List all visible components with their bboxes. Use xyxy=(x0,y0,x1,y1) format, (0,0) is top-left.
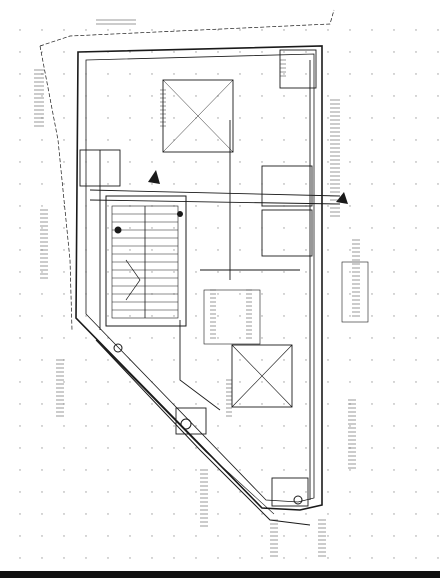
room-box-top-right xyxy=(279,49,317,89)
site-boundary-left xyxy=(39,45,73,331)
building-outline xyxy=(39,9,335,526)
valve-symbol xyxy=(177,211,183,217)
stair-block xyxy=(105,195,187,327)
note-frame-center xyxy=(203,289,261,345)
manhole-symbol xyxy=(180,418,192,430)
stair-arrow xyxy=(125,259,141,301)
plan-symbols xyxy=(113,170,348,505)
pipe-horizontal-secondary xyxy=(89,199,341,205)
fixture-box-bottom xyxy=(271,477,309,507)
diagonal-wall-band xyxy=(95,339,311,526)
shaft-box xyxy=(231,344,293,408)
diagonal-wall-band-inner xyxy=(103,347,275,515)
note-frame-right xyxy=(341,261,369,323)
equipment-box-upper xyxy=(162,79,234,153)
pipe-branch-lower xyxy=(179,320,221,411)
fixture-box-left xyxy=(79,149,121,187)
site-boundary-top xyxy=(39,9,335,47)
manhole-symbol xyxy=(293,495,303,505)
stair-enclosure xyxy=(105,195,187,327)
valve-symbol xyxy=(114,226,122,234)
triangle-marker-right xyxy=(336,192,348,204)
manhole-symbol xyxy=(113,343,123,353)
pipe-runs xyxy=(89,60,341,500)
pipe-horizontal-main xyxy=(89,189,341,197)
exterior-wall xyxy=(75,45,323,511)
interior-wall-offset xyxy=(85,53,315,503)
equipment-boxes xyxy=(79,49,369,507)
sheet-footer-bar xyxy=(0,571,440,578)
fixture-box-right-lower xyxy=(261,209,313,257)
shaft-cross-2 xyxy=(231,344,293,408)
fixture-box-right-upper xyxy=(261,165,313,207)
fixture-box-lower-left xyxy=(175,407,207,435)
triangle-marker-left xyxy=(148,170,160,184)
annotation-marks xyxy=(34,19,360,557)
